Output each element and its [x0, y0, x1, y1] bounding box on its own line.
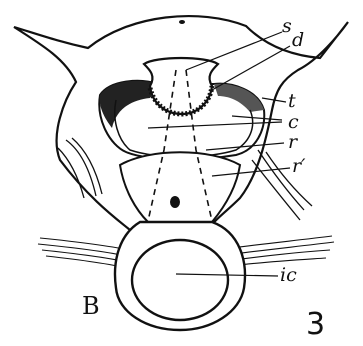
panel-letter: B: [82, 292, 100, 320]
label-ic: ic: [280, 264, 297, 286]
figure-number: 3: [306, 307, 325, 342]
label-c: c: [288, 111, 299, 133]
central-cup: [144, 58, 218, 114]
leader-c1: [232, 116, 282, 120]
label-r: r: [288, 131, 299, 153]
leader-r: [206, 143, 284, 150]
ring-inner: [132, 240, 228, 320]
lower-block: [120, 152, 240, 222]
capsule-stipple-right: [214, 84, 264, 112]
left-fibers: [58, 138, 102, 198]
label-r-prime: r′: [292, 155, 306, 177]
leader-d: [212, 46, 290, 90]
label-d: d: [292, 29, 304, 51]
label-s: s: [282, 15, 292, 37]
lower-dot: [170, 196, 180, 208]
leader-s: [186, 32, 282, 70]
label-t: t: [288, 90, 296, 112]
top-dot: [179, 20, 185, 24]
